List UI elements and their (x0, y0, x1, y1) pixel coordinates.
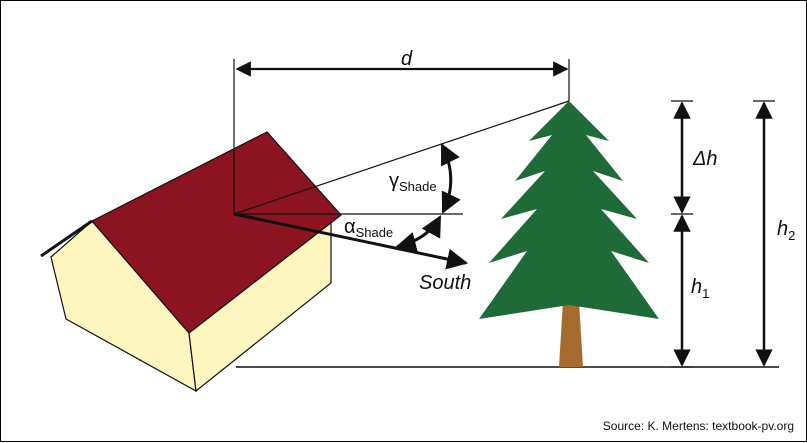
sight-line (233, 100, 570, 215)
h2-label: h2 (777, 218, 795, 243)
tree-crown (479, 101, 659, 319)
h1-label: h1 (691, 276, 709, 301)
h2-subscript: 2 (788, 228, 795, 243)
d-label: d (401, 48, 413, 70)
h1-subscript: 1 (702, 286, 709, 301)
south-label: South (419, 272, 471, 294)
gamma-label: γShade (389, 170, 437, 194)
alpha-label: αShade (344, 216, 393, 240)
house-roof (91, 131, 342, 334)
delta-h-label: Δh (692, 148, 718, 170)
alpha-subscript: Shade (356, 225, 394, 240)
roof-eave (40, 219, 93, 258)
gamma-arc (440, 143, 461, 214)
south-arrow (233, 212, 469, 270)
alpha-arc (394, 215, 442, 253)
tree-trunk (559, 301, 583, 367)
source-credit: Source: K. Mertens: textbook-pv.org (602, 419, 794, 433)
gamma-subscript: Shade (399, 179, 437, 194)
